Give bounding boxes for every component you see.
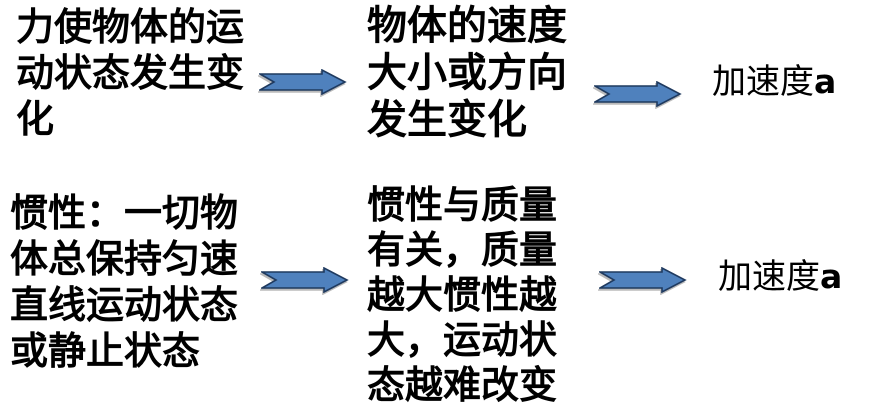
text-line: 力使物体的运	[16, 4, 245, 49]
flow2-arrow-1	[261, 267, 349, 293]
right-arrow-icon	[599, 267, 687, 293]
flow2-arrow-2	[599, 267, 687, 293]
result-text: 加速度	[712, 62, 814, 102]
flow1-effect-text: 物体的速度 大小或方向 发生变化	[367, 2, 567, 143]
result-text: 加速度	[718, 257, 820, 297]
text-line: 大，运动状	[367, 317, 558, 362]
right-arrow-shape	[261, 267, 349, 293]
right-arrow-shape	[594, 81, 682, 107]
text-line: 物体的速度	[367, 2, 567, 49]
text-line: 惯性：一切物	[10, 190, 239, 235]
result-variable: a	[814, 62, 837, 101]
text-line: 体总保持匀速	[10, 236, 239, 281]
text-line: 大小或方向	[367, 49, 567, 96]
text-line: 态越难改变	[367, 362, 558, 407]
text-line: 直线运动状态	[10, 282, 239, 327]
text-line: 发生变化	[367, 96, 527, 143]
right-arrow-shape	[259, 69, 347, 95]
text-line: 动状态发生变	[16, 50, 245, 95]
result-variable: a	[820, 257, 843, 296]
flow1-arrow-1	[259, 69, 347, 95]
text-line: 越大惯性越	[367, 272, 558, 317]
flow1-arrow-2	[594, 81, 682, 107]
right-arrow-icon	[261, 267, 349, 293]
right-arrow-icon	[259, 69, 347, 95]
right-arrow-shape	[599, 267, 687, 293]
text-line: 惯性与质量	[367, 182, 558, 227]
text-line: 化	[16, 96, 55, 141]
right-arrow-icon	[594, 81, 682, 107]
text-line: 或静止状态	[10, 328, 201, 373]
flow2-effect-text: 惯性与质量 有关，质量 越大惯性越 大，运动状 态越难改变	[367, 182, 557, 407]
text-line: 有关，质量	[367, 227, 558, 272]
flow2-result-label: 加速度a	[718, 257, 842, 297]
flow1-result-label: 加速度a	[712, 62, 836, 102]
flow2-cause-text: 惯性：一切物 体总保持匀速 直线运动状态 或静止状态	[10, 190, 238, 374]
flow1-cause-text: 力使物体的运 动状态发生变 化	[16, 4, 244, 142]
